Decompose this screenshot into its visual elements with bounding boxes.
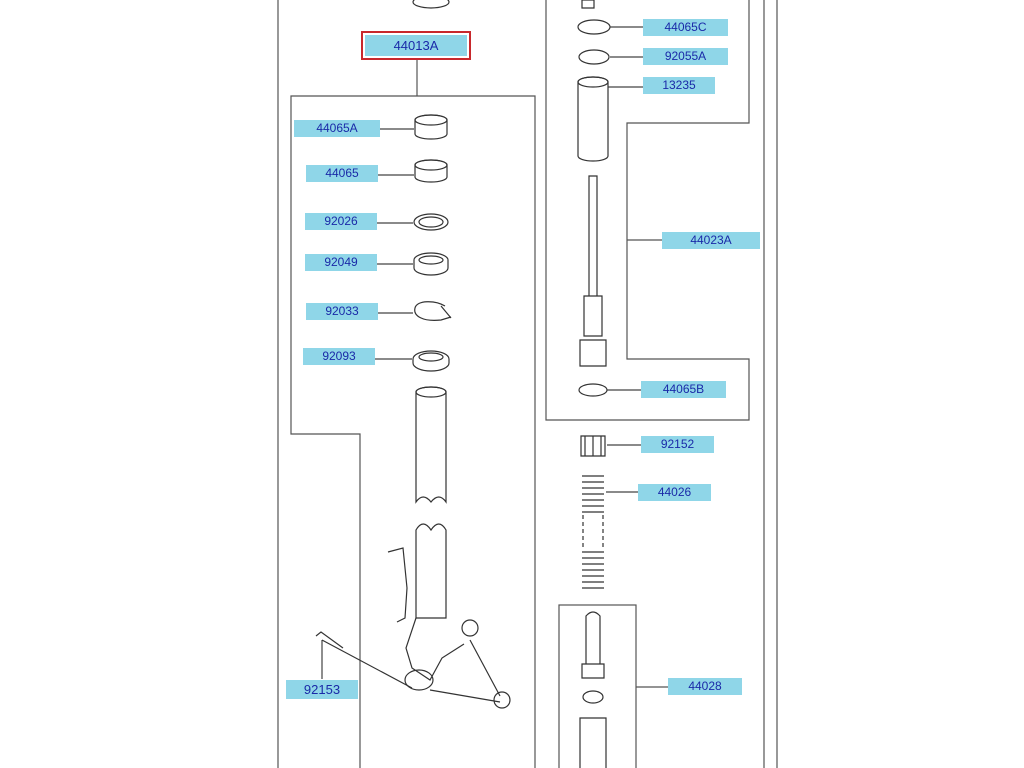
part-label-92026[interactable]: 92026 [305,213,377,230]
part-label-44026[interactable]: 44026 [638,484,711,501]
part-label-44065B[interactable]: 44065B [641,381,726,398]
frame-lines [277,0,778,768]
part-label-44013A[interactable]: 44013A [361,31,471,60]
part-label-44023A[interactable]: 44023A [662,232,760,249]
part-label-92055A[interactable]: 92055A [643,48,728,65]
part-label-92093[interactable]: 92093 [303,348,375,365]
part-label-92049[interactable]: 92049 [305,254,377,271]
part-label-44065A[interactable]: 44065A [294,120,380,137]
part-label-44028[interactable]: 44028 [668,678,742,695]
leader-lines [321,26,643,679]
part-label-44065C[interactable]: 44065C [643,19,728,36]
part-label-44065[interactable]: 44065 [306,165,378,182]
part-drawings [315,0,611,768]
part-label-13235[interactable]: 13235 [643,77,715,94]
part-label-92033[interactable]: 92033 [306,303,378,320]
part-label-92152[interactable]: 92152 [641,436,714,453]
part-label-92153[interactable]: 92153 [286,680,358,699]
